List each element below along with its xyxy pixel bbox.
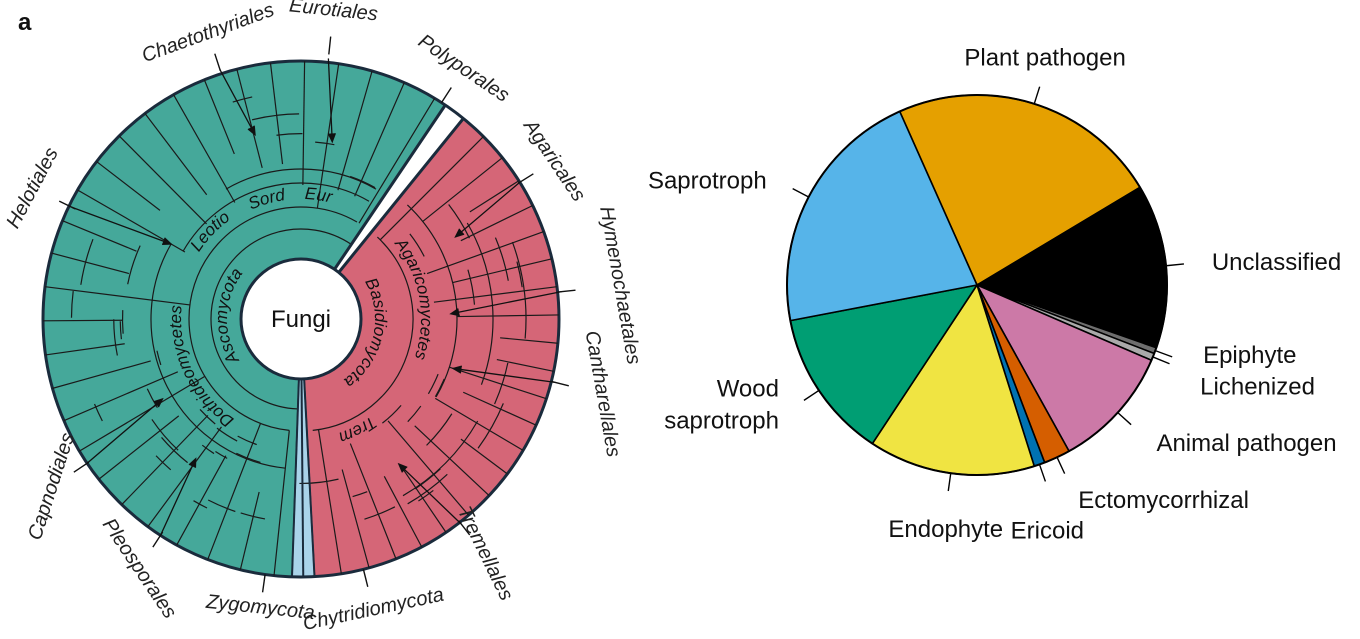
- pie-leader-line: [1117, 412, 1132, 426]
- pie-leader-line: [1056, 457, 1066, 474]
- order-label: Chytridiomycota: [301, 584, 446, 635]
- pie-label: Epiphyte: [1203, 342, 1296, 369]
- pie-leader-line: [947, 473, 952, 492]
- pie-label: Lichenized: [1200, 374, 1315, 401]
- order-label: Agaricales: [519, 115, 590, 206]
- pie-label: Animal pathogen: [1156, 430, 1336, 457]
- order-label: Eurotiales: [288, 0, 379, 26]
- pie-leader-line: [1155, 349, 1173, 358]
- pie-leader-line: [792, 188, 809, 198]
- pie-leader-line: [1038, 464, 1047, 482]
- order-label: Cantharellales: [581, 329, 625, 459]
- order-leader-lines: [58, 36, 576, 593]
- clade-arrows: [71, 58, 562, 536]
- trophic-mode-pie-chart: Plant pathogenUnclassifiedEpiphyteLichen…: [648, 45, 1341, 545]
- pie-leader-line: [803, 389, 820, 401]
- pie-label: Unclassified: [1212, 249, 1341, 276]
- pie-label: Saprotroph: [648, 167, 767, 194]
- panel-letter: a: [18, 9, 32, 36]
- tree-root-circle: [239, 257, 363, 381]
- pie-outline: [786, 94, 1168, 476]
- order-label: Chaetothyriales: [139, 0, 277, 67]
- pie-leader-line: [1033, 86, 1041, 105]
- tree-outline: [41, 59, 561, 579]
- pie-leader-line: [1152, 356, 1170, 365]
- pie-label: Plant pathogen: [964, 45, 1125, 72]
- phylogenetic-tree: FungiAscomycotaDothideomycetesLeotioSord…: [2, 0, 644, 635]
- pie-label: Ectomycorrhizal: [1078, 487, 1249, 514]
- pie-label: Ericoid: [1011, 517, 1084, 544]
- order-label: Tremellales: [453, 503, 517, 604]
- order-label: Capnodiales: [24, 430, 79, 543]
- order-label: Helotiales: [2, 144, 63, 232]
- order-label: Zygomycota: [204, 591, 316, 624]
- pie-leader-line: [1165, 263, 1185, 267]
- tree-branches: [43, 61, 559, 576]
- pie-label: Endophyte: [888, 516, 1003, 543]
- tree-center-label: Fungi: [271, 306, 331, 333]
